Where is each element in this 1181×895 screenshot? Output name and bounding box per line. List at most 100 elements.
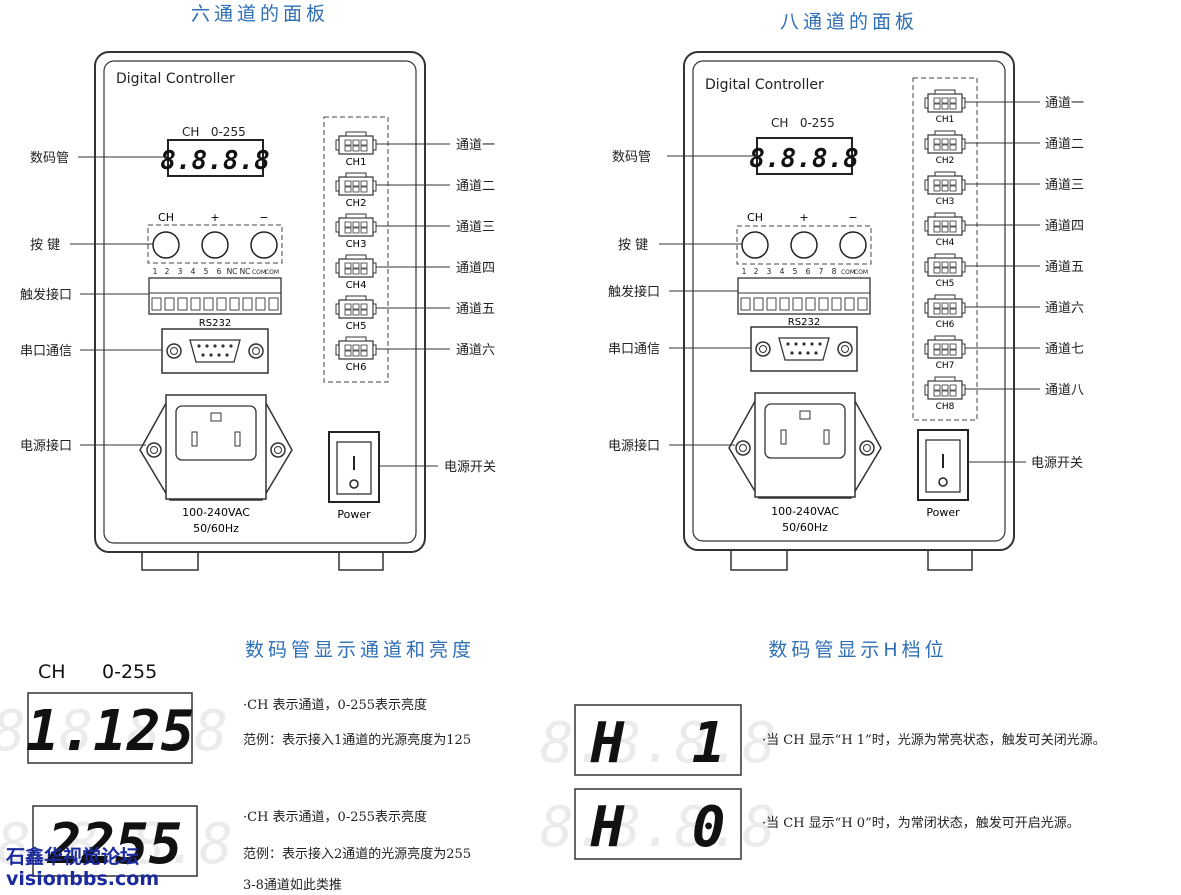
panel8-rs232-label: RS232 xyxy=(788,317,820,328)
panel8-minus-button[interactable] xyxy=(839,231,867,259)
panel8-term-num: 7 xyxy=(819,267,824,276)
panel8-right-callouts xyxy=(965,101,1040,463)
panel6-power-inlet[interactable] xyxy=(139,394,293,501)
h-example-2-digits: H 0 xyxy=(590,795,726,860)
panel6-term-num: 4 xyxy=(191,267,196,276)
panel6-rs232-label: RS232 xyxy=(199,318,231,329)
panel6-display-header: CH 0-255 xyxy=(182,125,246,139)
panel8-heading: 八通道的面板 xyxy=(780,11,918,33)
panel6-term-num: NC xyxy=(240,267,251,276)
panel8-trigger-terminal-block[interactable] xyxy=(737,277,871,315)
panel6-term-num: NC xyxy=(227,267,238,276)
panel8-callout-ch2: 通道二 xyxy=(1045,137,1084,152)
panel6-ch-button[interactable] xyxy=(152,231,180,259)
panel8-power-switch[interactable] xyxy=(917,429,969,501)
panel8-button-label-plus: + xyxy=(799,211,808,224)
panel6-button-label-ch: CH xyxy=(158,211,174,224)
svg-text:8.8.8.8: 8.8.8.8 xyxy=(0,812,233,877)
panel6-term-num: 2 xyxy=(165,267,170,276)
panel8-term-num: 3 xyxy=(767,267,772,276)
brightness-range-label: 0-255 xyxy=(102,661,157,683)
panel6-rs232-port[interactable] xyxy=(161,328,269,374)
panel6-callout-ch4: 通道四 xyxy=(456,261,495,276)
panel8-callout-ch5: 通道五 xyxy=(1045,260,1084,275)
panel-six-channel: 六通道的面板 Digital Controller CH 0-255 8.8.8… xyxy=(20,3,496,571)
panel8-display-digits: 8.8.8.8 xyxy=(749,144,859,174)
h-example-1-text: ·当 CH 显示“H 1”时，光源为常亮状态，触发可关闭光源。 xyxy=(762,732,1106,748)
panel8-ch6-label: CH6 xyxy=(936,320,955,330)
h-section-heading: 数码管显示H档位 xyxy=(768,639,947,661)
panel8-ch1-label: CH1 xyxy=(936,115,955,125)
panel8-term-num: COM xyxy=(854,269,868,276)
panel6-ch5-label: CH5 xyxy=(346,321,367,332)
panel6-callout-serial: 串口通信 xyxy=(20,344,72,359)
panel8-ch-button[interactable] xyxy=(741,231,769,259)
panel8-term-num: COM xyxy=(841,269,855,276)
panel6-power-switch[interactable] xyxy=(328,431,380,503)
panel6-term-num: COM xyxy=(265,269,279,276)
brightness-example-2-line2: 范例：表示接入2通道的光源亮度为255 xyxy=(243,846,471,862)
panel8-term-num: 6 xyxy=(806,267,811,276)
brightness-example-1-display: 8.8.8.8 1.125 xyxy=(0,692,228,764)
panel6-callout-buttons: 按 键 xyxy=(30,238,60,253)
panel8-plus-button[interactable] xyxy=(790,231,818,259)
panel6-term-num: 6 xyxy=(217,267,222,276)
panel6-minus-button[interactable] xyxy=(250,231,278,259)
panel6-foot-right xyxy=(338,552,384,571)
brightness-ch-label: CH xyxy=(38,661,66,683)
panel6-seven-seg-display xyxy=(167,139,264,177)
brightness-example-2-line3: 3-8通道如此类推 xyxy=(243,877,342,893)
brightness-section: 数码管显示通道和亮度 CH 0-255 8.8.8.8 1.125 ·CH 表示… xyxy=(0,639,475,893)
brightness-example-2-line1: ·CH 表示通道，0-255表示亮度 xyxy=(243,809,427,825)
panel8-callout-ch3: 通道三 xyxy=(1045,178,1084,193)
h-level-section: 数码管显示H档位 8.8.8.8 H 1 ·当 CH 显示“H 1”时，光源为常… xyxy=(540,639,1106,860)
panel6-term-num: COM xyxy=(252,269,266,276)
panel8-ch5-label: CH5 xyxy=(936,279,955,289)
panel6-heading: 六通道的面板 xyxy=(191,3,329,25)
panel6-button-group: CH + − xyxy=(147,211,283,264)
panel8-freq-label: 50/60Hz xyxy=(782,521,828,534)
panel8-callout-ch1: 通道一 xyxy=(1045,96,1084,111)
panel6-callout-power-switch: 电源开关 xyxy=(444,460,496,475)
panel6-controller-label: Digital Controller xyxy=(116,71,235,87)
panel8-voltage-label: 100-240VAC xyxy=(771,505,839,518)
panel8-callout-serial: 串口通信 xyxy=(608,342,660,357)
panel8-callout-trigger: 触发接口 xyxy=(608,284,660,300)
watermark-line2: visionbbs.com xyxy=(6,868,160,890)
panel6-plus-button[interactable] xyxy=(201,231,229,259)
panel6-callout-ch2: 通道二 xyxy=(456,179,495,194)
panel8-power-label: Power xyxy=(926,506,960,519)
panel8-button-label-ch: CH xyxy=(747,211,763,224)
panel6-button-label-plus: + xyxy=(210,211,219,224)
panel6-callout-ch3: 通道三 xyxy=(456,220,495,235)
panel8-terminal-numbers: 1 2 3 4 5 6 7 8 COM COM xyxy=(742,267,868,276)
brightness-example-2-digits: 2255 xyxy=(47,812,183,877)
panel8-rs232-port[interactable] xyxy=(750,326,858,372)
panel6-term-num: 5 xyxy=(204,267,209,276)
panel8-term-num: 1 xyxy=(742,267,747,276)
h-example-1-digits: H 1 xyxy=(590,711,726,776)
panel8-ch7-label: CH7 xyxy=(936,361,955,371)
panel8-ch4-label: CH4 xyxy=(936,238,955,248)
brightness-example-1-digits: 1.125 xyxy=(26,699,195,764)
panel8-ch2-label: CH2 xyxy=(936,156,955,166)
panel8-callout-display: 数码管 xyxy=(612,150,651,165)
panel6-callout-display: 数码管 xyxy=(30,151,69,166)
panel8-term-num: 4 xyxy=(780,267,785,276)
panel6-ch2-label: CH2 xyxy=(346,198,367,209)
panel8-power-inlet[interactable] xyxy=(728,392,882,499)
panel6-ch4-label: CH4 xyxy=(346,280,367,291)
panel6-power-label: Power xyxy=(337,508,371,521)
panel6-ch6-label: CH6 xyxy=(346,362,367,373)
h-example-2-display: 8.8.8.8 H 0 xyxy=(540,788,776,860)
panel6-ch3-label: CH3 xyxy=(346,239,367,250)
panel6-term-num: 3 xyxy=(178,267,183,276)
panel8-callout-buttons: 按 键 xyxy=(618,238,648,253)
panel6-right-callouts xyxy=(376,143,450,467)
brightness-heading: 数码管显示通道和亮度 xyxy=(245,639,475,661)
svg-text:8.8.8.8: 8.8.8.8 xyxy=(540,795,776,860)
panel8-term-num: 8 xyxy=(832,267,837,276)
panel8-button-group: CH + − xyxy=(736,211,872,265)
panel6-trigger-terminal-block[interactable] xyxy=(148,277,282,315)
